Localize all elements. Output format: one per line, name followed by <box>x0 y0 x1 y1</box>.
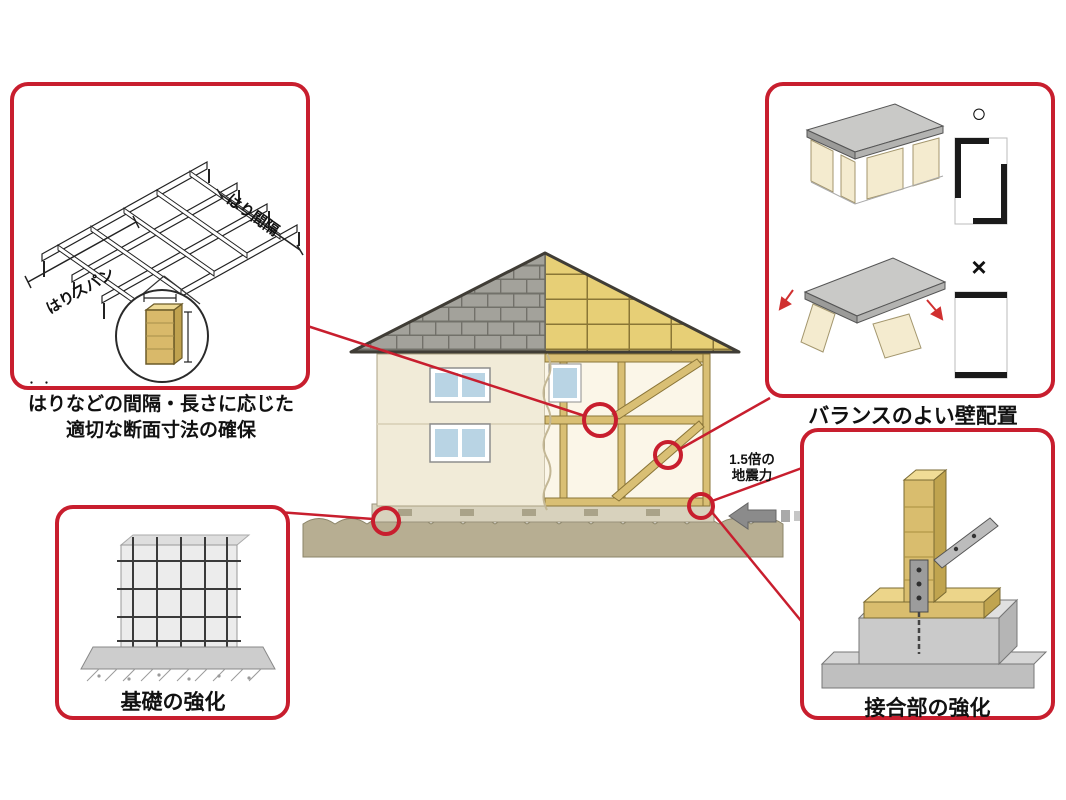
unbalanced-plan <box>954 291 1008 379</box>
callout-foundation <box>55 505 290 720</box>
cutaway-tear-line <box>542 353 552 511</box>
foundation-drawing <box>80 534 276 682</box>
seismic-force-line1: 1.5倍の <box>729 452 775 467</box>
beam-callout-caption: はりなどの間隔・長さに応じた 適切な断面寸法の確保 <box>0 392 322 444</box>
foundation-label: 基礎の強化 <box>120 691 226 714</box>
beam-caption-line1: はりなどの間隔・長さに応じた <box>27 394 294 415</box>
seismic-force-arrow <box>728 502 801 530</box>
callout-joint <box>800 428 1055 720</box>
beam-grid-drawing <box>24 160 304 383</box>
connector-wall <box>679 396 771 451</box>
rebar-grid <box>117 537 241 647</box>
window-upper <box>429 367 491 403</box>
balanced-plan <box>954 137 1008 225</box>
gravel-hatch <box>86 668 262 682</box>
wall-balance-label: バランスのよい壁配置 <box>808 405 1018 428</box>
window-lower <box>429 423 491 463</box>
highlight-circle-beam-joint <box>582 402 618 438</box>
roof <box>349 251 741 354</box>
highlight-circle-sill-joint <box>687 492 715 520</box>
beam-caption-line2: 適切な断面寸法の確保 <box>65 420 256 441</box>
callout-wall-balance: ○ × <box>765 82 1055 398</box>
good-circle-mark: ○ <box>971 98 987 128</box>
connector-joint-lower <box>710 510 803 623</box>
emphasis-dots: ・・ <box>26 378 57 388</box>
seismic-force-line2: 地震力 <box>731 468 773 483</box>
joint-hardware-drawing <box>820 468 1048 689</box>
dimension-lines <box>24 188 304 289</box>
bad-cross-mark: × <box>971 252 987 282</box>
diagonal-strap <box>933 517 999 569</box>
connector-beam <box>294 320 586 418</box>
window-cutaway <box>548 363 582 403</box>
unbalanced-room-iso <box>778 257 947 359</box>
wall-balance-drawing <box>778 103 1008 379</box>
footing <box>80 646 276 670</box>
balanced-room-iso <box>805 103 945 205</box>
connector-joint-upper <box>711 466 803 503</box>
callout-beam-sizing: はりスパン はり間隔 <box>10 82 310 390</box>
highlight-circle-brace <box>653 440 683 470</box>
hold-down-hardware <box>909 559 929 654</box>
seismic-force-label: 1.5倍の 地震力 <box>714 452 790 484</box>
highlight-circle-foundation <box>371 506 401 536</box>
beam-section-detail <box>115 289 209 383</box>
joint-label: 接合部の強化 <box>864 697 991 720</box>
column-post <box>902 468 948 604</box>
